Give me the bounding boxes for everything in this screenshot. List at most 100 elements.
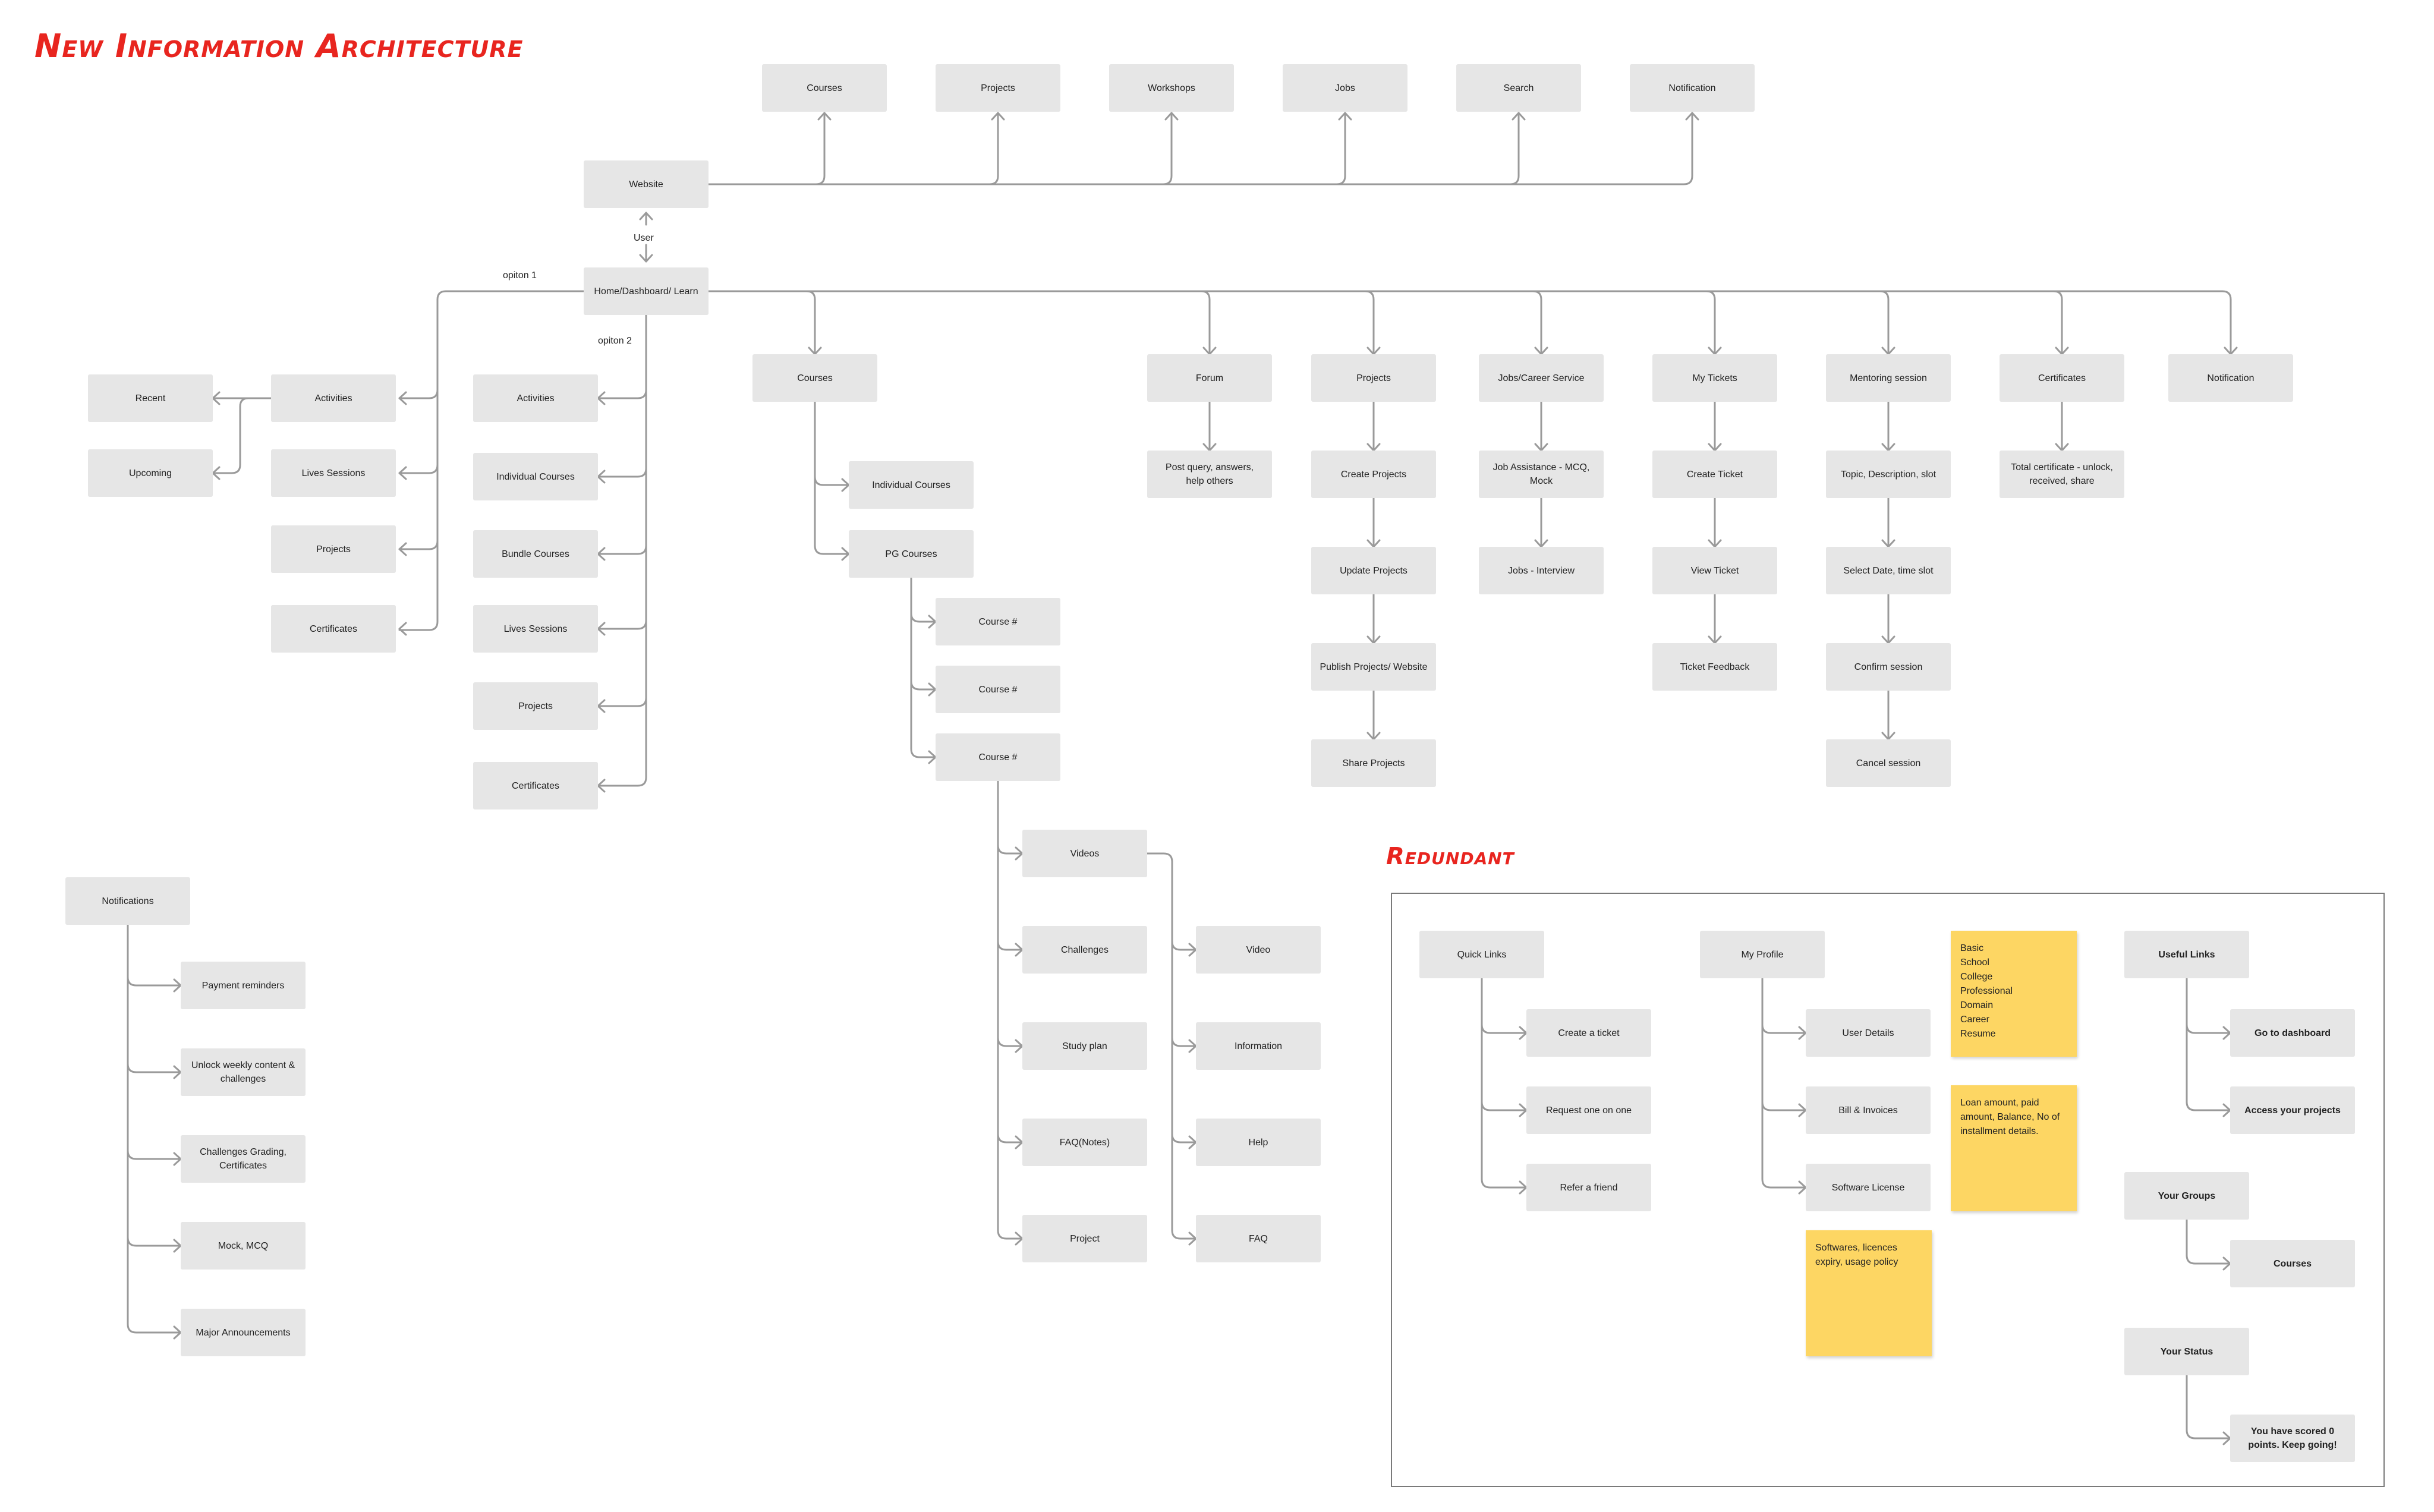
connector xyxy=(1481,977,1528,1189)
option2-item-0: Activities xyxy=(473,374,598,422)
arrowhead xyxy=(212,466,221,480)
video-child-2: Help xyxy=(1196,1119,1321,1166)
notification-child-2: Challenges Grading, Certificates xyxy=(181,1135,306,1183)
pg-courses-node: PG Courses xyxy=(849,530,974,578)
connector xyxy=(398,389,439,399)
top-item-5: Notification xyxy=(1630,64,1755,112)
your-groups-child-0: Courses xyxy=(2230,1240,2355,1287)
option1-label: opiton 1 xyxy=(503,270,537,281)
connector xyxy=(1171,940,1197,951)
jobs-child-1: Jobs - Interview xyxy=(1479,547,1604,594)
connector xyxy=(212,397,250,474)
video-child-3: FAQ xyxy=(1196,1215,1321,1262)
video-child-0: Video xyxy=(1196,926,1321,974)
arrowhead xyxy=(817,112,832,121)
tickets-child-1: View Ticket xyxy=(1652,547,1777,594)
connector xyxy=(2186,1023,2231,1034)
option1-projects: Projects xyxy=(271,525,396,573)
connector xyxy=(1761,1101,1807,1111)
connector xyxy=(597,619,647,630)
option1-activities: Activities xyxy=(271,374,396,422)
connector xyxy=(1171,861,1197,1240)
my-profile-node: My Profile xyxy=(1700,931,1825,978)
mentoring-child-2: Confirm session xyxy=(1826,643,1951,691)
quick-link-2: Refer a friend xyxy=(1526,1164,1651,1211)
your-status-child-0: You have scored 0 points. Keep going! xyxy=(2230,1415,2355,1462)
course-item-2: Course # xyxy=(936,733,1060,781)
top-item-4: Search xyxy=(1456,64,1581,112)
arrowhead xyxy=(398,542,407,556)
arrowhead xyxy=(1338,112,1352,121)
arrowhead xyxy=(398,622,407,636)
connector xyxy=(997,1037,1024,1047)
connector xyxy=(997,844,1024,855)
course-item-0: Course # xyxy=(936,598,1060,645)
connector xyxy=(127,1236,182,1247)
top-item-1: Projects xyxy=(936,64,1060,112)
tickets-node: My Tickets xyxy=(1652,354,1777,402)
connector xyxy=(597,389,647,399)
upcoming-node: Upcoming xyxy=(88,449,213,497)
projects-child-0: Create Projects xyxy=(1311,451,1436,498)
sticky-software-license: Softwares, licences expiry, usage policy xyxy=(1806,1230,1932,1356)
sticky-profile-fields: Basic School College Professional Domain… xyxy=(1951,931,2077,1057)
connector xyxy=(997,1133,1024,1144)
connector xyxy=(910,680,937,691)
connector xyxy=(127,924,182,1334)
connector xyxy=(1532,290,1542,355)
connector xyxy=(1761,977,1807,1189)
option2-label: opiton 2 xyxy=(598,336,632,346)
connector xyxy=(1705,290,1716,355)
connector xyxy=(910,577,937,758)
arrowhead xyxy=(597,391,606,405)
connector xyxy=(597,467,647,478)
mentoring-child-3: Cancel session xyxy=(1826,739,1951,787)
connector xyxy=(2052,290,2063,355)
connector xyxy=(1509,112,1520,185)
option1-certificates: Certificates xyxy=(271,605,396,653)
connector xyxy=(707,290,2232,355)
course-child-4: Project xyxy=(1022,1215,1147,1262)
notification-child-3: Mock, MCQ xyxy=(181,1222,306,1270)
your-status-node: Your Status xyxy=(2124,1328,2249,1375)
course-child-0: Videos xyxy=(1022,830,1147,877)
individual-courses-node: Individual Courses xyxy=(849,461,974,509)
arrowhead xyxy=(398,391,407,405)
course-child-3: FAQ(Notes) xyxy=(1022,1119,1147,1166)
connector xyxy=(1879,290,1890,355)
option2-item-5: Certificates xyxy=(473,762,598,809)
useful-link-0: Go to dashboard xyxy=(2230,1009,2355,1057)
video-child-1: Information xyxy=(1196,1022,1321,1070)
quick-link-1: Request one on one xyxy=(1526,1086,1651,1134)
connector xyxy=(2186,1218,2231,1265)
connector xyxy=(988,112,999,185)
notification-node: Notification xyxy=(2168,354,2293,402)
tickets-child-2: Ticket Feedback xyxy=(1652,643,1777,691)
notifications-node: Notifications xyxy=(65,877,190,925)
option2-item-1: Individual Courses xyxy=(473,453,598,500)
top-item-0: Courses xyxy=(762,64,887,112)
arrowhead xyxy=(597,547,606,561)
connector xyxy=(398,540,439,550)
sticky-loan-details: Loan amount, paid amount, Balance, No of… xyxy=(1951,1085,2077,1211)
connector xyxy=(1171,1133,1197,1144)
mentoring-child-0: Topic, Description, slot xyxy=(1826,451,1951,498)
connector xyxy=(815,112,826,185)
connector xyxy=(127,1063,182,1073)
projects-node: Projects xyxy=(1311,354,1436,402)
arrowhead xyxy=(991,112,1005,121)
projects-child-1: Update Projects xyxy=(1311,547,1436,594)
option1-lives-sessions: Lives Sessions xyxy=(271,449,396,497)
option2-item-4: Projects xyxy=(473,682,598,730)
connector xyxy=(997,940,1024,951)
connector xyxy=(2186,977,2231,1111)
recent-node: Recent xyxy=(88,374,213,422)
user-label: User xyxy=(634,233,654,243)
connector xyxy=(805,290,816,355)
option2-item-2: Bundle Courses xyxy=(473,530,598,578)
connector xyxy=(2186,1374,2231,1439)
connector xyxy=(597,314,647,787)
connector xyxy=(707,112,1693,185)
arrowhead xyxy=(597,622,606,636)
